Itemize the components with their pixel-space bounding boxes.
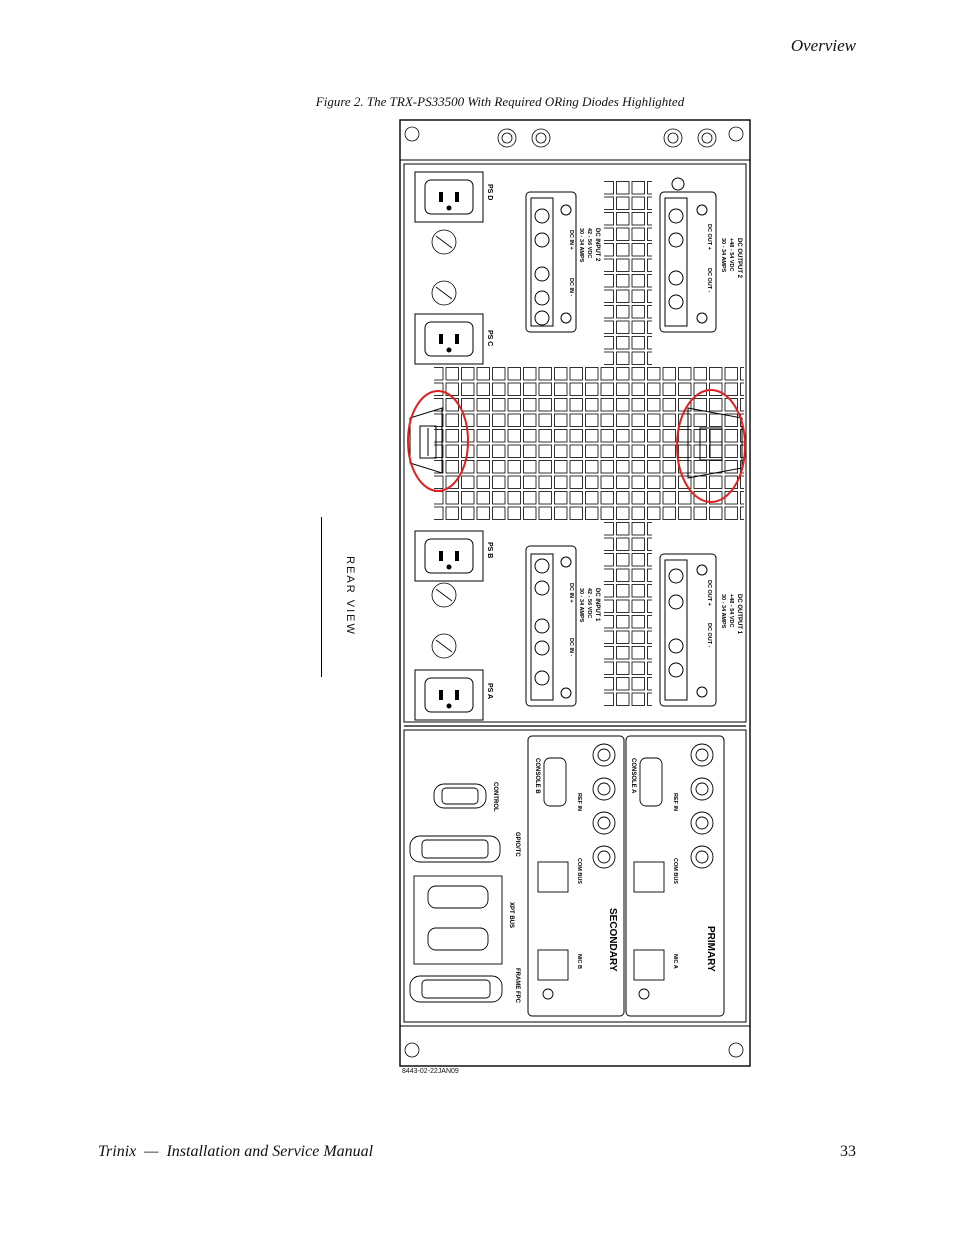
svg-text:CONSOLE A: CONSOLE A bbox=[630, 758, 636, 794]
svg-text:DC OUT +: DC OUT + bbox=[706, 580, 712, 606]
svg-text:+48 - 54 VDC: +48 - 54 VDC bbox=[728, 238, 734, 272]
label-ps-d: PS D bbox=[486, 184, 493, 200]
fuse-holders bbox=[431, 229, 457, 659]
svg-text:COM BUS: COM BUS bbox=[672, 858, 678, 884]
svg-text:COM BUS: COM BUS bbox=[576, 858, 582, 884]
svg-text:DC IN -: DC IN - bbox=[568, 278, 574, 297]
label-dc-input-2: DC INPUT 2 bbox=[594, 228, 600, 262]
svg-text:DC OUT -: DC OUT - bbox=[706, 268, 712, 293]
svg-text:REF IN: REF IN bbox=[576, 793, 582, 811]
label-dc-output-1: DC OUTPUT 1 bbox=[736, 594, 742, 635]
vent-grid-top bbox=[604, 180, 652, 367]
svg-text:30 - 34 AMPS: 30 - 34 AMPS bbox=[578, 228, 584, 263]
svg-text:CONSOLE B: CONSOLE B bbox=[534, 758, 540, 794]
label-ps-c: PS C bbox=[486, 330, 493, 346]
oring-highlight-left bbox=[407, 390, 469, 492]
figure-caption: Figure 2. The TRX-PS33500 With Required … bbox=[315, 94, 685, 109]
gpio-connector bbox=[409, 835, 501, 863]
svg-text:NIC A: NIC A bbox=[672, 954, 678, 969]
dc-output-2-block bbox=[659, 177, 717, 333]
svg-text:GPIO/TC: GPIO/TC bbox=[514, 832, 520, 857]
label-dc-output-2: DC OUTPUT 2 bbox=[736, 238, 742, 279]
svg-text:DC OUT +: DC OUT + bbox=[706, 224, 712, 250]
svg-text:42 - 56 VDC: 42 - 56 VDC bbox=[586, 588, 592, 618]
svg-text:DC IN -: DC IN - bbox=[568, 638, 574, 657]
xpt-bus-connectors bbox=[413, 875, 503, 965]
rear-view-label: REAR VIEW bbox=[344, 556, 356, 636]
label-primary: PRIMARY bbox=[705, 926, 716, 972]
dc-input-2-block bbox=[525, 191, 577, 333]
control-connector bbox=[433, 783, 487, 809]
svg-text:+48 - 54 VDC: +48 - 54 VDC bbox=[728, 594, 734, 628]
rear-view-bracket bbox=[321, 517, 324, 677]
dc-input-1-block bbox=[525, 545, 577, 707]
secondary-module bbox=[527, 735, 625, 1017]
svg-text:NIC B: NIC B bbox=[576, 954, 582, 969]
svg-text:REF IN: REF IN bbox=[672, 793, 678, 811]
svg-text:DC OUT -: DC OUT - bbox=[706, 623, 712, 648]
svg-text:CONTROL: CONTROL bbox=[492, 782, 498, 812]
frame-fpc-connector bbox=[409, 975, 503, 1003]
svg-text:DC IN +: DC IN + bbox=[568, 583, 574, 603]
footer-page-number: 33 bbox=[840, 1143, 856, 1160]
section-title: Overview bbox=[790, 36, 856, 55]
dc-output-1-block bbox=[659, 553, 717, 707]
rear-panel-drawing: PS D PS C PS B PS A DC INPUT 2 42 - 56 V… bbox=[399, 119, 751, 1067]
svg-text:30 - 34 AMPS: 30 - 34 AMPS bbox=[720, 238, 726, 273]
drawing-id: 8443-02-22JAN09 bbox=[402, 1068, 459, 1075]
svg-text:30 - 34 AMPS: 30 - 34 AMPS bbox=[720, 594, 726, 629]
chassis-outline bbox=[399, 119, 751, 1067]
svg-text:42 - 56 VDC: 42 - 56 VDC bbox=[586, 228, 592, 258]
svg-text:30 - 34 AMPS: 30 - 34 AMPS bbox=[578, 588, 584, 623]
vent-grid-bottom bbox=[604, 522, 652, 708]
label-ps-b: PS B bbox=[486, 542, 493, 558]
svg-text:DC IN +: DC IN + bbox=[568, 230, 574, 250]
svg-text:FRAME FPC: FRAME FPC bbox=[514, 968, 520, 1004]
oring-diode-left bbox=[409, 407, 443, 474]
mounting-holes bbox=[404, 126, 744, 1058]
footer-manual-title: Trinix — Installation and Service Manual bbox=[98, 1143, 374, 1160]
svg-text:XPT BUS: XPT BUS bbox=[508, 902, 514, 928]
primary-module bbox=[625, 735, 725, 1017]
label-ps-a: PS A bbox=[486, 683, 493, 699]
ac-inlets bbox=[414, 171, 484, 721]
top-screws bbox=[497, 128, 717, 148]
oring-highlight-right bbox=[676, 389, 746, 503]
label-dc-input-1: DC INPUT 1 bbox=[594, 588, 600, 622]
vent-grid-middle bbox=[434, 367, 744, 522]
label-secondary: SECONDARY bbox=[607, 908, 618, 972]
